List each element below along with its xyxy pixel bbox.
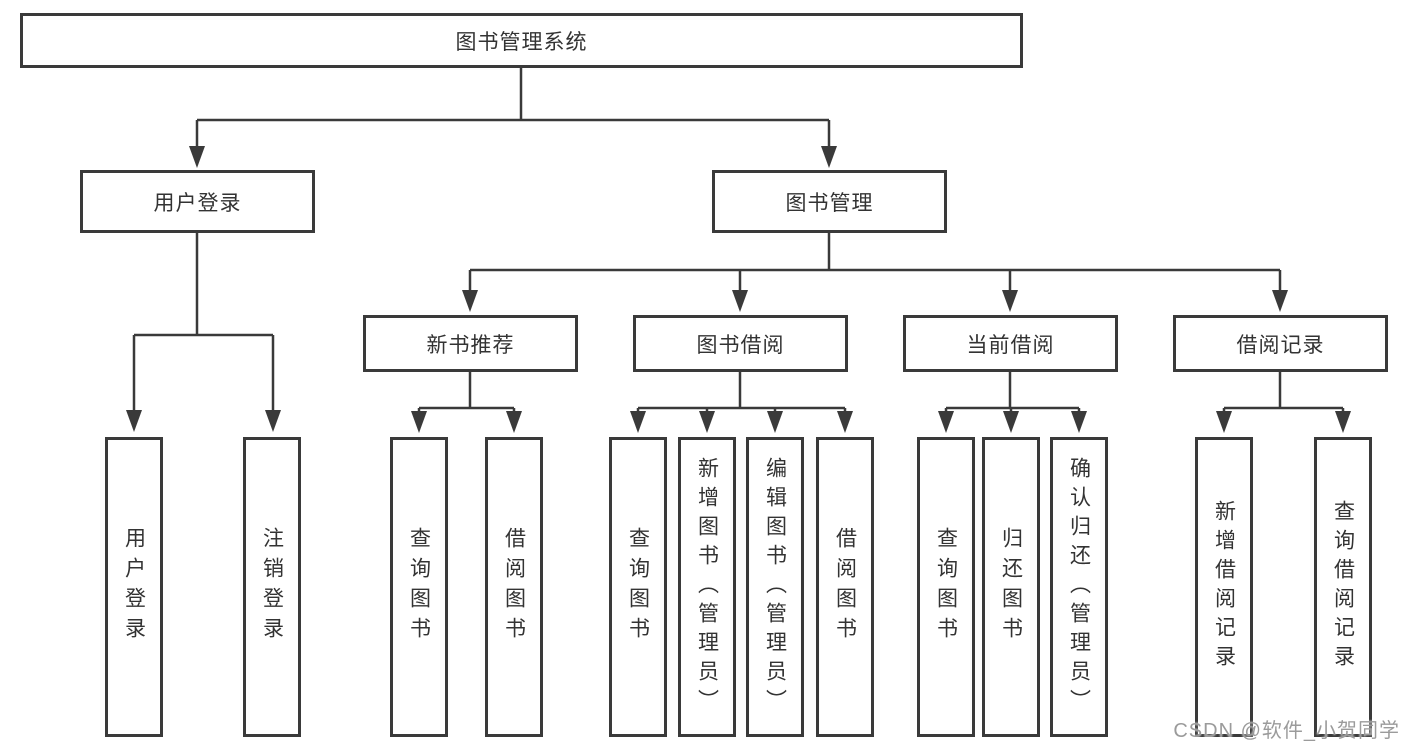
leaf-logout-label: 注销登录 — [260, 527, 284, 647]
leaf-query-books-current-label: 查询图书 — [934, 527, 958, 647]
leaf-borrow-books-label: 借阅图书 — [833, 527, 857, 647]
leaf-logout: 注销登录 — [243, 437, 301, 737]
leaf-add-borrow-record: 新增借阅记录 — [1195, 437, 1253, 737]
node-book-borrowing-label: 图书借阅 — [696, 333, 785, 357]
node-user-login-label: 用户登录 — [153, 191, 242, 215]
leaf-query-books-borrowing-label: 查询图书 — [626, 527, 650, 647]
leaf-confirm-return-admin: 确认归还（管理员） — [1050, 437, 1108, 737]
leaf-edit-books-admin-label: 编辑图书（管理员） — [763, 456, 787, 718]
node-current-borrowing: 当前借阅 — [903, 315, 1118, 372]
leaf-return-books-label: 归还图书 — [999, 527, 1023, 647]
node-user-login: 用户登录 — [80, 170, 315, 233]
node-new-book-recommend: 新书推荐 — [363, 315, 578, 372]
leaf-add-books-admin: 新增图书（管理员） — [678, 437, 736, 737]
leaf-query-books-recommend-label: 查询图书 — [407, 527, 431, 647]
leaf-query-books-borrowing: 查询图书 — [609, 437, 667, 737]
node-borrowing-records: 借阅记录 — [1173, 315, 1388, 372]
leaf-query-books-recommend: 查询图书 — [390, 437, 448, 737]
leaf-user-login: 用户登录 — [105, 437, 163, 737]
node-book-management-label: 图书管理 — [785, 191, 874, 215]
node-book-management: 图书管理 — [712, 170, 947, 233]
leaf-borrow-books-recommend-label: 借阅图书 — [502, 527, 526, 647]
leaf-borrow-books-recommend: 借阅图书 — [485, 437, 543, 737]
leaf-borrow-books: 借阅图书 — [816, 437, 874, 737]
node-borrowing-records-label: 借阅记录 — [1236, 333, 1325, 357]
leaf-query-borrow-record-label: 查询借阅记录 — [1331, 500, 1355, 674]
leaf-confirm-return-admin-label: 确认归还（管理员） — [1067, 456, 1091, 718]
leaf-add-borrow-record-label: 新增借阅记录 — [1212, 500, 1236, 674]
leaf-edit-books-admin: 编辑图书（管理员） — [746, 437, 804, 737]
node-root-label: 图书管理系统 — [455, 30, 588, 54]
watermark: CSDN @软件_小贺同学 — [1173, 720, 1400, 742]
leaf-query-books-current: 查询图书 — [917, 437, 975, 737]
node-current-borrowing-label: 当前借阅 — [966, 333, 1055, 357]
node-book-borrowing: 图书借阅 — [633, 315, 848, 372]
leaf-return-books: 归还图书 — [982, 437, 1040, 737]
node-root-system: 图书管理系统 — [20, 13, 1023, 68]
leaf-add-books-admin-label: 新增图书（管理员） — [695, 456, 719, 718]
leaf-query-borrow-record: 查询借阅记录 — [1314, 437, 1372, 737]
node-new-book-recommend-label: 新书推荐 — [426, 333, 515, 357]
leaf-user-login-label: 用户登录 — [122, 527, 146, 647]
